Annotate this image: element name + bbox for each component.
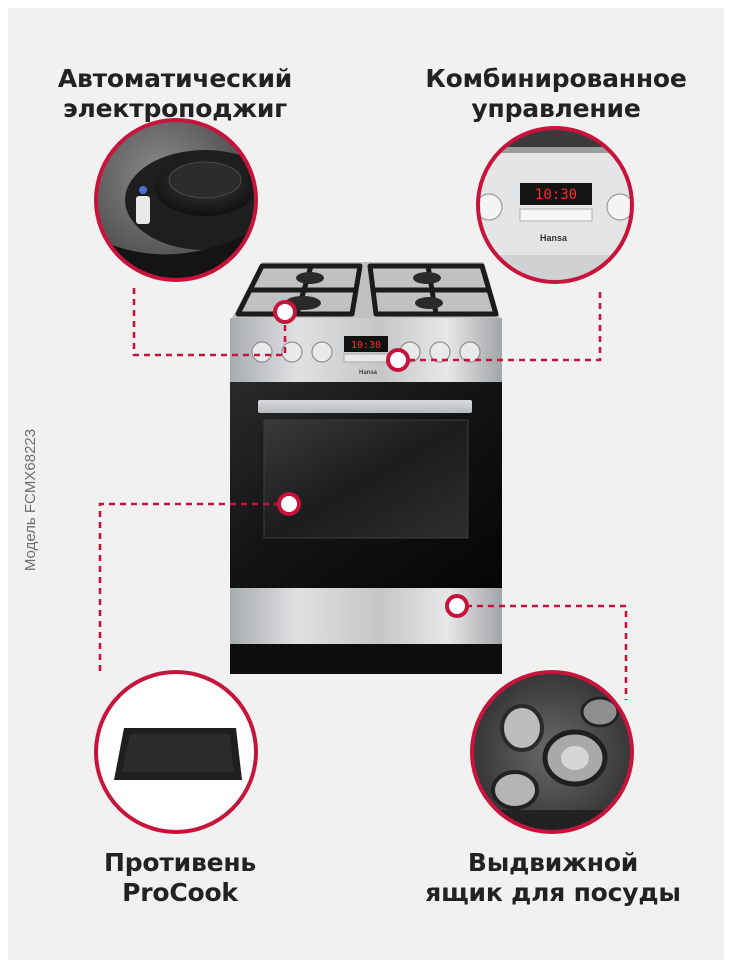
connector-tray [98, 502, 280, 676]
zoom-tray-ring [94, 670, 258, 834]
caption-line: Автоматический [57, 64, 293, 93]
connector-ignition [132, 288, 287, 357]
feature-caption-ignition: Автоматический электроподжиг [30, 64, 320, 124]
hotspot-drawer[interactable] [445, 594, 469, 618]
hotspot-ignition[interactable] [273, 300, 297, 324]
zoom-drawer-ring [470, 670, 634, 834]
timer-buttons [343, 353, 389, 363]
timer-display-time: 10:30 [351, 340, 381, 351]
pan-supports [235, 263, 499, 317]
brand-logo: Hansa [359, 370, 378, 376]
feature-caption-drawer: Выдвижной ящик для посуды [408, 848, 698, 908]
zoom-control-ring [476, 126, 634, 284]
hotspot-tray[interactable] [277, 492, 301, 516]
zoom-brand-logo: Hansa [540, 233, 568, 243]
caption-line: электроподжиг [62, 94, 288, 123]
model-label: Модель FCMX68223 [22, 428, 39, 572]
zoom-control[interactable]: 10:30 Hansa [475, 125, 635, 285]
zoom-ignition[interactable] [90, 115, 285, 290]
feature-caption-tray: Противень ProCook [60, 848, 300, 908]
feature-caption-control: Комбинированное управление [412, 64, 700, 124]
caption-line: Выдвижной [467, 848, 639, 877]
caption-line: управление [471, 94, 641, 123]
oven-door-handle [258, 400, 472, 413]
caption-line: Противень [103, 848, 257, 877]
zoom-display-time: 10:30 [535, 187, 577, 203]
gas-cooker: 10:30 Hansa [230, 262, 502, 674]
callout-connectors [98, 288, 628, 700]
hotspot-markers [273, 300, 469, 618]
timer-display [344, 336, 388, 352]
zoom-tray[interactable] [94, 670, 258, 834]
connector-control [398, 288, 602, 362]
ignition-electrode [136, 196, 150, 224]
cooker-plinth [230, 644, 502, 674]
connector-drawer [466, 604, 628, 700]
caption-line: ProCook [122, 878, 238, 907]
caption-line: Комбинированное [425, 64, 687, 93]
oven-window [263, 419, 469, 539]
hotspot-control[interactable] [386, 348, 410, 372]
zoom-ignition-ring [94, 118, 258, 282]
caption-line: ящик для посуды [425, 878, 681, 907]
zoom-drawer[interactable] [470, 670, 635, 835]
burners [285, 272, 443, 310]
